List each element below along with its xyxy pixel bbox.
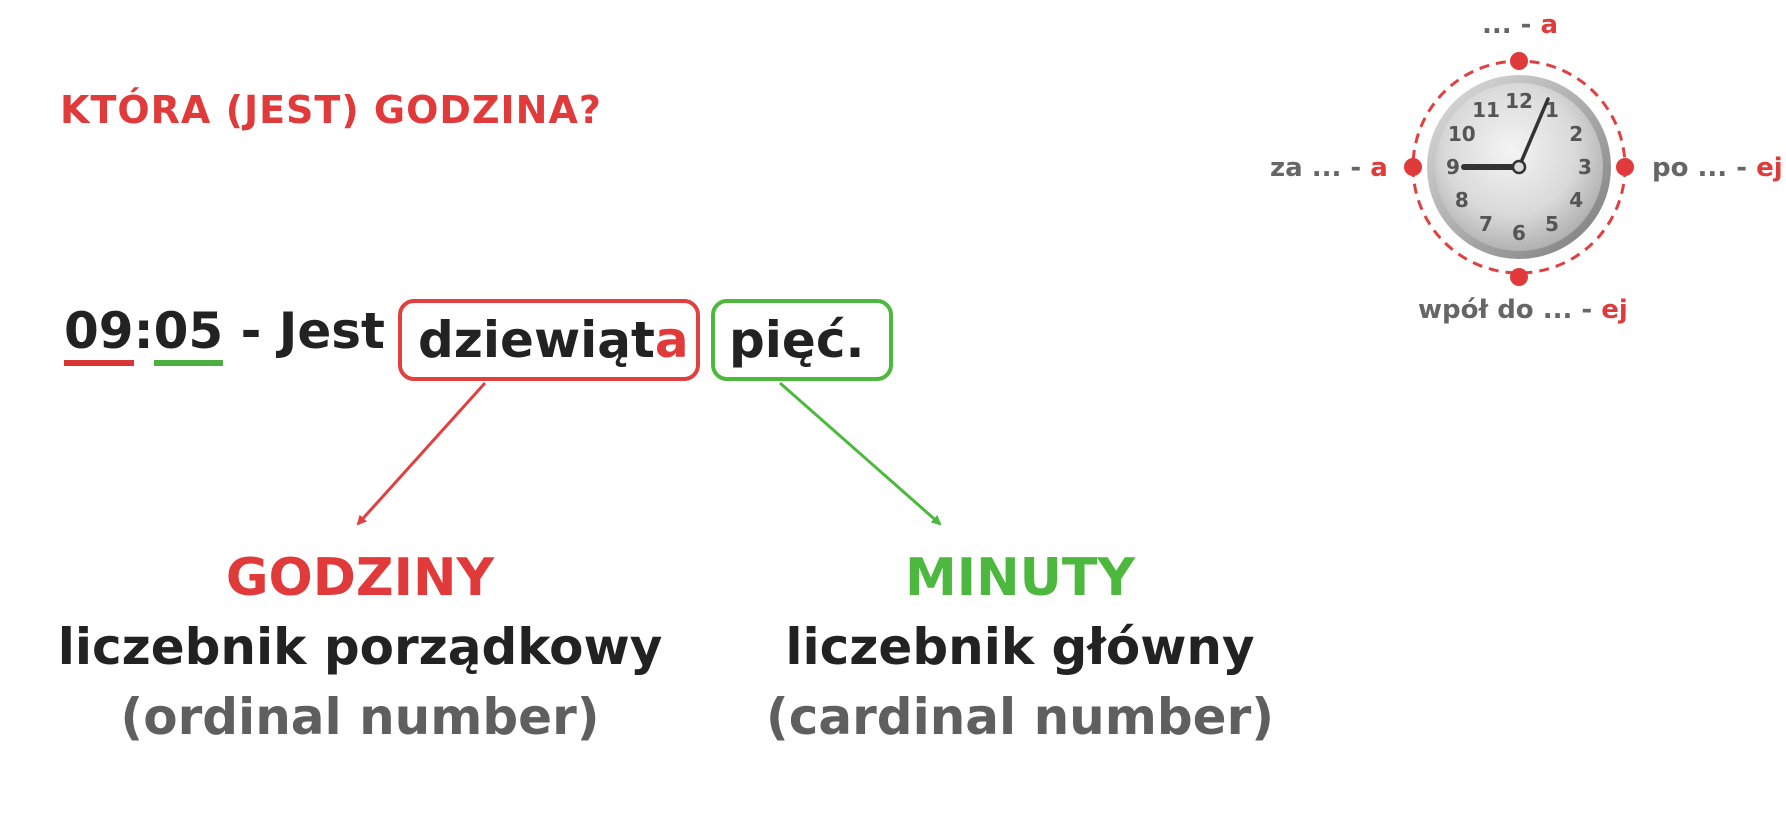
hour-value: 09 xyxy=(64,302,134,366)
cardinal-english: (cardinal number) xyxy=(765,688,1275,746)
jest-text: - Jest xyxy=(223,302,385,360)
hours-category: GODZINY xyxy=(225,548,495,608)
clock-numeral: 7 xyxy=(1479,212,1493,236)
minutes-category: MINUTY xyxy=(905,548,1135,608)
page-title: KTÓRA (JEST) GODZINA? xyxy=(60,88,602,132)
clock-numeral: 3 xyxy=(1578,155,1592,179)
clock-numeral: 5 xyxy=(1545,212,1559,236)
clock-numeral: 2 xyxy=(1569,122,1583,146)
marker-top xyxy=(1510,52,1528,70)
arrow-to-hours xyxy=(356,381,487,526)
clock-numeral: 12 xyxy=(1505,89,1533,113)
cardinal-description: liczebnik główny xyxy=(785,618,1255,676)
clock-numeral: 10 xyxy=(1448,122,1476,146)
example-sentence: 09:05 - Jest xyxy=(64,302,385,366)
ordinal-ending: a xyxy=(654,311,689,369)
clock-numeral: 6 xyxy=(1512,221,1526,245)
clock-center xyxy=(1511,159,1527,175)
ordinal-stem: dziewiąt xyxy=(418,311,655,369)
marker-right xyxy=(1616,158,1634,176)
clock-numeral: 1 xyxy=(1545,98,1559,122)
minute-value: 05 xyxy=(153,302,224,366)
clock-numeral: 9 xyxy=(1446,155,1460,179)
cardinal-word-box: pięć. xyxy=(711,299,893,381)
clock-label-top: ... - a xyxy=(1482,10,1559,40)
cardinal-word: pięć. xyxy=(729,311,865,369)
clock-numeral: 8 xyxy=(1455,188,1469,212)
clock-label-right: po ... - ej xyxy=(1652,153,1783,183)
ordinal-description: liczebnik porządkowy xyxy=(57,618,663,676)
time-colon: : xyxy=(133,302,154,360)
marker-left xyxy=(1404,158,1422,176)
ordinal-english: (ordinal number) xyxy=(120,688,600,746)
clock-numeral: 11 xyxy=(1472,98,1500,122)
clock-label-left: za ... - a xyxy=(1270,153,1388,183)
arrow-to-minutes xyxy=(779,381,942,526)
clock-label-bottom: wpół do ... - ej xyxy=(1418,295,1628,325)
clock-numeral: 4 xyxy=(1569,188,1583,212)
marker-bottom xyxy=(1510,268,1528,286)
hours-column: GODZINY liczebnik porządkowy (ordinal nu… xyxy=(40,548,680,746)
minute-hand xyxy=(1517,97,1550,169)
minutes-column: MINUTY liczebnik główny (cardinal number… xyxy=(730,548,1310,746)
